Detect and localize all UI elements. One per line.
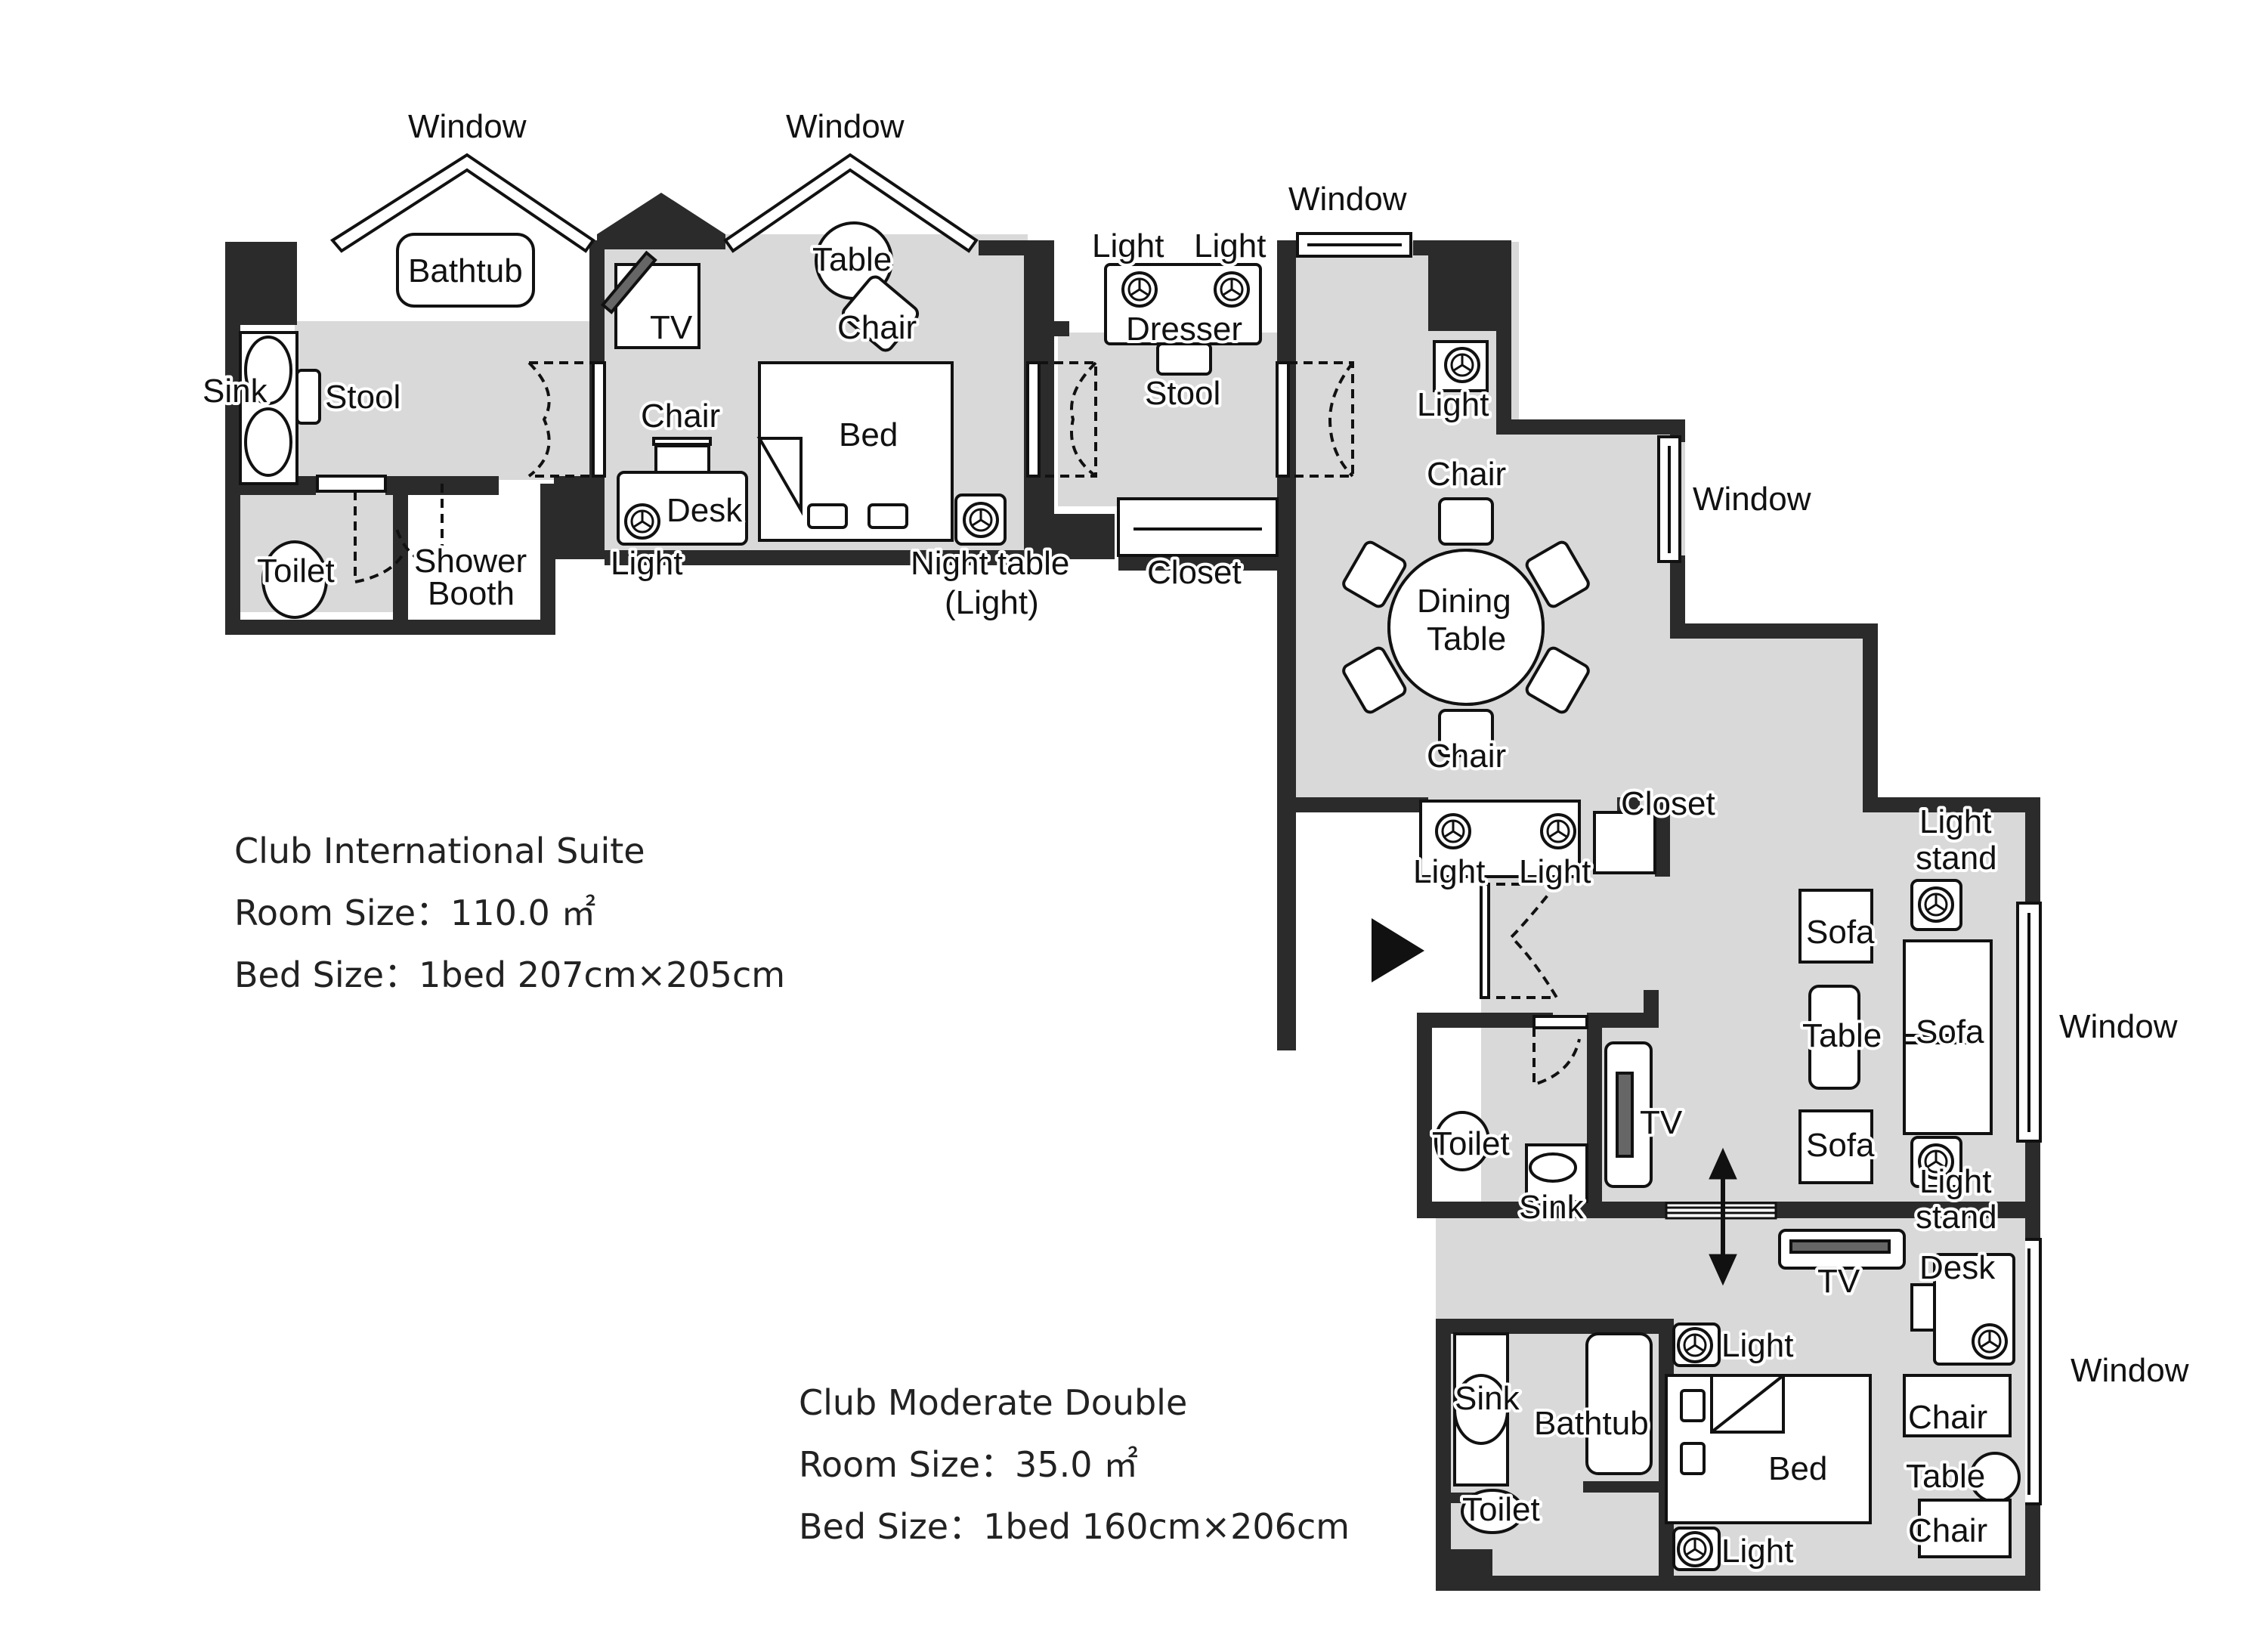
label-tv: TV (650, 309, 693, 346)
label-toilet: Toilet (1432, 1125, 1510, 1162)
label-light: Light (611, 545, 682, 582)
label-light-stand: stand (1916, 1199, 1997, 1236)
suite-walls (225, 193, 2040, 1591)
double-name: Club Moderate Double (799, 1382, 1188, 1423)
double-furniture (1453, 1229, 2021, 1571)
label-chair: Chair (1908, 1512, 1987, 1549)
double-bed-size: Bed Size：1bed 160cm×206cm (799, 1506, 1350, 1547)
suite-room-size: Room Size：110.0 ㎡ (234, 893, 596, 933)
label-closet: Closet (1147, 554, 1242, 591)
label-light-stand: Light (1919, 1163, 1991, 1200)
label-window: Window (2071, 1352, 2189, 1389)
label-light: Light (1417, 386, 1489, 423)
entrance-arrow-icon (1372, 918, 1424, 982)
label-window: Window (408, 108, 527, 145)
double-info: Club Moderate Double Room Size：35.0 ㎡ Be… (799, 1372, 1350, 1558)
label-light: Light (1519, 853, 1591, 890)
label-stool: Stool (1145, 375, 1220, 412)
label-stool: Stool (325, 379, 401, 416)
suite-bed-size: Bed Size：1bed 207cm×205cm (234, 954, 786, 995)
label-chair: Chair (1908, 1399, 1987, 1436)
label-desk: Desk (666, 492, 743, 529)
double-room-size: Room Size：35.0 ㎡ (799, 1444, 1139, 1485)
label-light: Light (1194, 227, 1266, 265)
label-window: Window (2059, 1008, 2178, 1045)
label-table: Table (812, 241, 892, 278)
suite-info: Club International Suite Room Size：110.0… (234, 820, 785, 1006)
label-light: Light (1721, 1327, 1793, 1364)
label-light-stand: Light (1919, 803, 1991, 840)
suite-floor (234, 234, 2040, 1232)
label-table: Table (1802, 1017, 1882, 1054)
suite-name: Club International Suite (234, 831, 645, 871)
label-light: Light (1721, 1533, 1793, 1570)
label-window: Window (1693, 481, 1811, 518)
label-sink: Sink (1519, 1189, 1585, 1226)
label-shower: Booth (428, 575, 515, 612)
label-light: Light (1413, 853, 1485, 890)
plan-labels: Window Window Window Window Window Windo… (199, 105, 2192, 1573)
label-night-table: (Light) (945, 584, 1039, 621)
label-night-table: Night table (911, 545, 1069, 582)
label-dining-table: Dining (1417, 583, 1511, 620)
label-tv: TV (1640, 1104, 1683, 1141)
label-sink: Sink (203, 373, 268, 410)
label-dining-table: Table (1427, 620, 1506, 657)
label-light-stand: stand (1916, 840, 1997, 877)
label-bed: Bed (1768, 1450, 1827, 1487)
label-chair: Chair (1427, 456, 1506, 493)
label-sofa: Sofa (1806, 914, 1875, 951)
label-shower: Shower (414, 543, 527, 580)
label-chair: Chair (1427, 738, 1506, 775)
bathtub (396, 233, 535, 308)
dining-chairs (1342, 540, 1590, 714)
label-bathtub: Bathtub (408, 252, 523, 289)
connecting-door-arrow-icon (1709, 1147, 1737, 1286)
label-closet: Closet (1621, 785, 1715, 822)
label-chair: Chair (641, 398, 720, 435)
label-sofa: Sofa (1916, 1013, 1984, 1050)
label-window: Window (786, 108, 905, 145)
label-light: Light (1092, 227, 1164, 265)
label-window: Window (1288, 181, 1407, 218)
label-tv: TV (1817, 1263, 1860, 1300)
label-sink: Sink (1455, 1380, 1520, 1417)
label-desk: Desk (1919, 1249, 1996, 1286)
label-bed: Bed (839, 416, 898, 453)
label-chair: Chair (837, 309, 917, 346)
label-dresser: Dresser (1126, 311, 1242, 348)
label-toilet: Toilet (1462, 1491, 1540, 1528)
label-bathtub: Bathtub (1534, 1405, 1649, 1442)
label-table: Table (1906, 1458, 1985, 1495)
label-toilet: Toilet (257, 552, 335, 589)
label-sofa: Sofa (1806, 1127, 1875, 1164)
